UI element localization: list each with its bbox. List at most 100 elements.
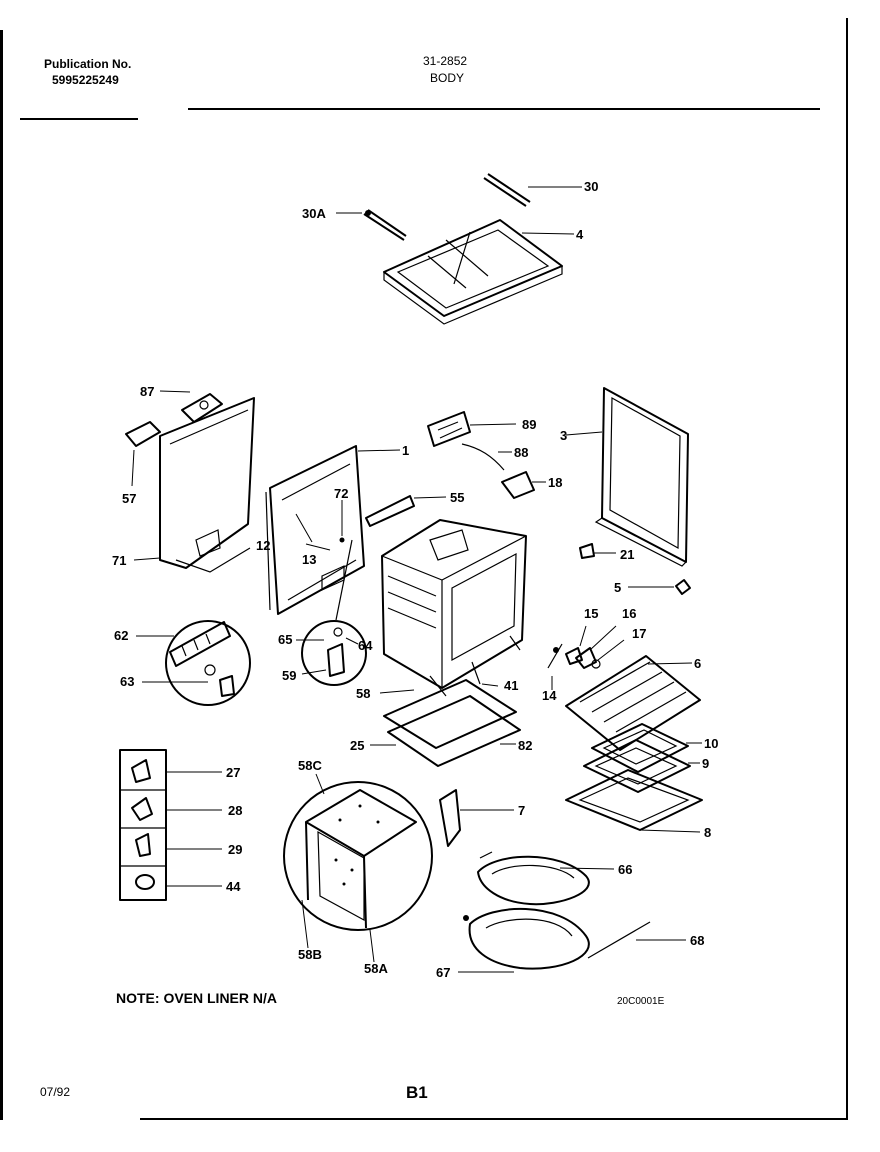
part-63: [219, 675, 235, 697]
part-27: [131, 759, 151, 783]
page-border-right: [846, 18, 848, 1118]
callout-13: 13: [302, 552, 316, 567]
side-panel-part-71: [159, 397, 255, 569]
callout-21: 21: [620, 547, 634, 562]
rack-group: [547, 625, 701, 751]
callout-30a: 30A: [302, 206, 326, 221]
callout-5: 5: [614, 580, 621, 595]
header-rule-right: [188, 108, 820, 110]
callout-29: 29: [228, 842, 242, 857]
rack-part-6: [565, 655, 701, 751]
oven-body-group: [335, 519, 527, 767]
callout-55: 55: [450, 490, 464, 505]
callout-3: 3: [560, 428, 567, 443]
callout-28: 28: [228, 803, 242, 818]
callout-66: 66: [618, 862, 632, 877]
part-89: [427, 411, 471, 447]
trim-part-30: [483, 173, 531, 207]
part-29: [135, 833, 151, 857]
pan-part-8: [565, 769, 703, 831]
callout-1: 1: [402, 443, 409, 458]
publication-label: Publication No.: [44, 57, 132, 71]
callout-82: 82: [518, 738, 532, 753]
part-15: [565, 647, 583, 665]
callout-59: 59: [282, 668, 296, 683]
part-62: [169, 621, 231, 667]
part-17: [591, 659, 601, 669]
page-border-bottom: [140, 1118, 848, 1120]
back-panel-part-1: [269, 445, 365, 615]
callout-12: 12: [256, 538, 270, 553]
thermostat-group: [427, 411, 546, 499]
oven-cavity: [381, 519, 527, 689]
callout-64: 64: [358, 638, 373, 653]
callout-10: 10: [704, 736, 718, 751]
part-18: [501, 471, 535, 499]
part-21: [579, 543, 595, 559]
publication-number: 5995225249: [52, 73, 119, 87]
callout-30: 30: [584, 179, 598, 194]
model-number: 31-2852: [423, 54, 468, 68]
callout-18: 18: [548, 475, 562, 490]
part-59: [327, 643, 345, 677]
door-part-3: [601, 387, 689, 563]
cooktop-part-4: [383, 219, 563, 317]
detail-circle-59: [296, 620, 367, 686]
callout-72: 72: [334, 486, 348, 501]
hardware-parts-box: [119, 749, 222, 901]
footer-date: 07/92: [40, 1085, 71, 1099]
callout-68: 68: [690, 933, 704, 948]
wire-part-68: [587, 921, 651, 959]
back-panel-group: [265, 445, 447, 615]
callout-58c: 58C: [298, 758, 322, 773]
broiler-group: [565, 723, 703, 833]
part-28: [131, 797, 153, 821]
part-7-group: [439, 789, 514, 847]
page-border-left: [0, 30, 3, 1120]
drawer-part-25: [387, 695, 521, 767]
header-rule-left: [20, 118, 138, 120]
part-7: [439, 789, 461, 847]
wire-part-88: [461, 443, 505, 471]
callout-58: 58: [356, 686, 370, 701]
callout-41: 41: [504, 678, 518, 693]
callout-9: 9: [702, 756, 709, 771]
callout-71: 71: [112, 553, 126, 568]
part-14: [547, 643, 563, 669]
oven-bottom-part-58: [383, 679, 517, 749]
callout-17: 17: [632, 626, 646, 641]
part-44: [135, 874, 155, 890]
side-panel-group: [125, 390, 255, 573]
callout-63: 63: [120, 674, 134, 689]
grid-part-10: [591, 723, 689, 773]
pan-part-9: [583, 739, 691, 793]
callout-62: 62: [114, 628, 128, 643]
callout-7: 7: [518, 803, 525, 818]
section-title: BODY: [430, 71, 465, 85]
callout-44: 44: [226, 879, 241, 894]
callout-89: 89: [522, 417, 536, 432]
callout-25: 25: [350, 738, 364, 753]
callout-8: 8: [704, 825, 711, 840]
oven-liner-note: NOTE: OVEN LINER N/A: [116, 990, 278, 1006]
drawing-code: 20C0001E: [617, 996, 665, 1007]
trim-part-30a: [363, 209, 407, 241]
bake-element-part-66: [477, 855, 590, 906]
callout-67: 67: [436, 965, 450, 980]
callout-6: 6: [694, 656, 701, 671]
callout-15: 15: [584, 606, 598, 621]
heating-elements-group: [458, 851, 686, 973]
callout-16: 16: [622, 606, 636, 621]
knob-part-5: [675, 579, 691, 595]
callout-58b: 58B: [298, 947, 322, 962]
callout-4: 4: [576, 227, 584, 242]
part-55: [365, 495, 415, 527]
cooktop-group: [336, 173, 582, 325]
callout-14: 14: [542, 688, 557, 703]
part-57: [125, 421, 161, 447]
callout-27: 27: [226, 765, 240, 780]
callout-58a: 58A: [364, 961, 388, 976]
callout-88: 88: [514, 445, 528, 460]
